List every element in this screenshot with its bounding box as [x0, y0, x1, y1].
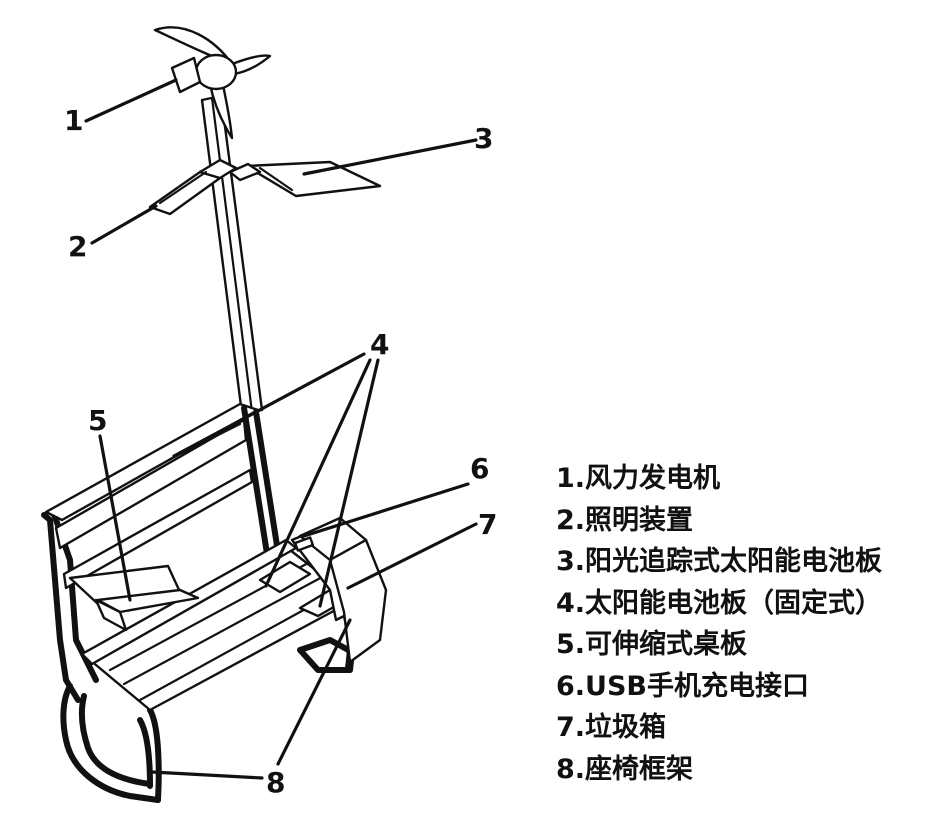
legend-item-fixed-solar-panel: 4.太阳能电池板（固定式）: [556, 587, 883, 619]
legend-item-lighting: 2.照明装置: [556, 504, 694, 536]
parts-legend: 1.风力发电机 2.照明装置 3.阳光追踪式太阳能电池板 4.太阳能电池板（固定…: [556, 458, 946, 790]
legend-item-tracking-solar-panel: 3.阳光追踪式太阳能电池板: [556, 546, 883, 577]
legend-item-bench-frame: 8.座椅框架: [556, 753, 694, 785]
pole: [200, 94, 264, 416]
callout-5: 5: [88, 404, 107, 437]
callout-numbers: 1 2 3 4 5 6 7 8: [64, 104, 497, 799]
wind-turbine: [153, 26, 272, 140]
leader-lines: [84, 78, 478, 780]
legend-item-extendable-table: 5.可伸缩式桌板: [556, 629, 748, 660]
sun-tracking-solar-panel: [228, 160, 382, 198]
callout-1: 1: [64, 104, 83, 137]
fixed-solar-panel-a: [258, 560, 312, 594]
bench-frame: [41, 402, 388, 803]
callout-8: 8: [266, 766, 285, 799]
callout-4: 4: [370, 328, 389, 361]
legend-item-usb-port: 6.USB手机充电接口: [556, 670, 809, 702]
usb-port: [293, 536, 315, 552]
lighting-device: [148, 158, 238, 216]
legend-item-wind-turbine: 1.风力发电机: [556, 463, 721, 494]
callout-7: 7: [478, 508, 497, 541]
legend-item-trash-bin: 7.垃圾箱: [556, 712, 667, 743]
callout-6: 6: [470, 452, 489, 485]
callout-2: 2: [68, 230, 87, 263]
callout-3: 3: [474, 122, 493, 155]
